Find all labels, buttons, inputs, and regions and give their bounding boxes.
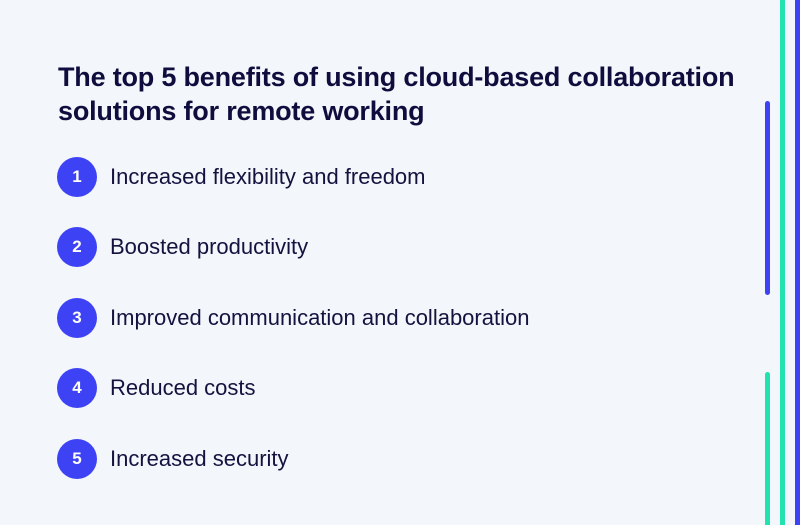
list-item: 1 Increased flexibility and freedom: [57, 157, 426, 197]
list-item: 4 Reduced costs: [57, 368, 256, 408]
decorative-bar-blue: [795, 0, 800, 525]
number-badge: 4: [57, 368, 97, 408]
number-badge: 5: [57, 439, 97, 479]
item-label: Boosted productivity: [110, 234, 309, 259]
item-label: Reduced costs: [110, 375, 256, 400]
item-label: Increased security: [110, 446, 289, 471]
number-badge: 2: [57, 227, 97, 267]
item-label: Increased flexibility and freedom: [110, 164, 426, 189]
list-item: 5 Increased security: [57, 439, 289, 479]
list-item: 2 Boosted productivity: [57, 227, 308, 267]
item-label: Improved communication and collaboration: [110, 305, 530, 330]
number-badge: 3: [57, 298, 97, 338]
page-title: The top 5 benefits of using cloud-based …: [58, 62, 735, 126]
list-item: 3 Improved communication and collaborati…: [57, 298, 529, 338]
decorative-bar-teal: [780, 0, 785, 525]
number-badge: 1: [57, 157, 97, 197]
decorative-bar-blue-short: [765, 101, 770, 295]
decorative-bar-teal-short: [765, 372, 770, 525]
